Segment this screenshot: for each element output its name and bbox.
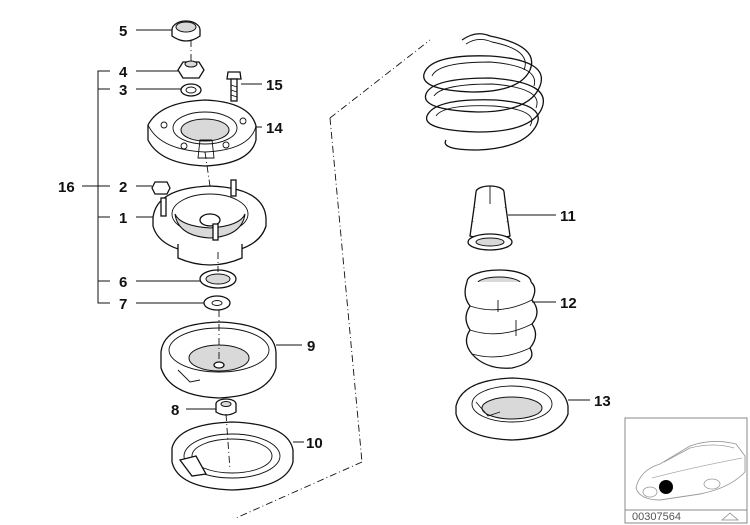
location-marker-icon [659, 480, 673, 494]
car-thumbnail [624, 417, 748, 511]
part-7-washer [203, 295, 231, 311]
callout-13: 13 [594, 393, 611, 410]
part-8-bushing [215, 398, 237, 416]
reference-number: 00307564 [632, 511, 681, 523]
part-4-nut [177, 60, 205, 79]
leader-lines [82, 29, 590, 443]
callout-15: 15 [266, 77, 283, 94]
reference-box: 00307564 [624, 509, 748, 524]
callout-3: 3 [119, 82, 127, 99]
part-5-cap [171, 20, 201, 42]
callout-5: 5 [119, 23, 127, 40]
part-14-mount-plate [147, 99, 257, 167]
callout-10: 10 [306, 435, 323, 452]
callout-2: 2 [119, 179, 127, 196]
callout-14: 14 [266, 120, 283, 137]
part-10-spring-pad [171, 421, 294, 491]
callout-12: 12 [560, 295, 577, 312]
part-13-lower-pad [455, 377, 569, 441]
part-1-strut-mount [152, 179, 267, 266]
part-9-spring-seat [160, 321, 277, 399]
part-6-ring [199, 269, 237, 289]
part-2-stud-nut [151, 181, 171, 195]
callout-7: 7 [119, 296, 127, 313]
callout-6: 6 [119, 274, 127, 291]
callout-1: 1 [119, 210, 127, 227]
part-12-bellows [464, 269, 538, 369]
callout-11: 11 [560, 208, 576, 225]
part-11-bump-stop [467, 185, 513, 251]
callout-9: 9 [307, 338, 315, 355]
callout-16: 16 [58, 179, 75, 196]
coil-spring [423, 33, 544, 151]
callout-4: 4 [119, 64, 128, 81]
callout-8: 8 [171, 402, 179, 419]
part-3-washer [180, 83, 202, 97]
part-15-bolt [226, 71, 242, 102]
